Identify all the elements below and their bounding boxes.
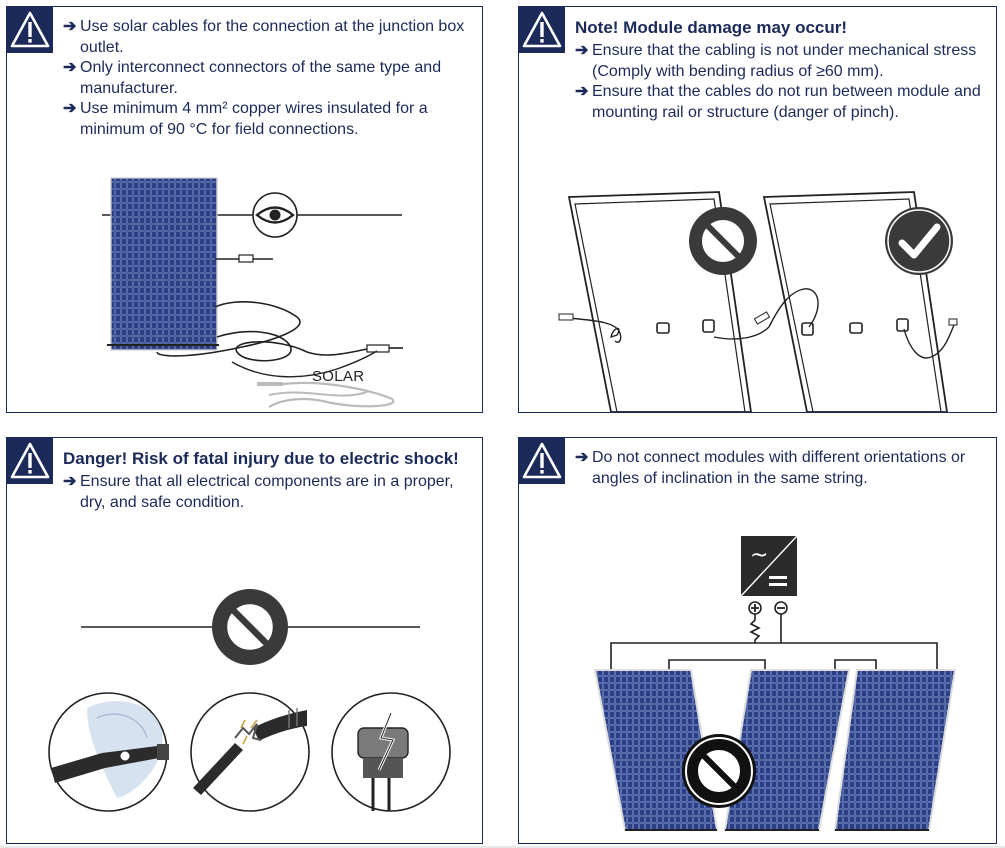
instruction-list: ➔Use solar cables for the connection at … — [63, 17, 474, 140]
svg-text:~: ~ — [750, 543, 768, 568]
bullet-item: ➔Do not connect modules with different o… — [575, 449, 966, 487]
prohibited-icon — [682, 734, 756, 808]
bullet-item: ➔Use minimum 4 mm² copper wires insulate… — [63, 100, 428, 138]
unsafe-components-illustration — [48, 589, 451, 812]
broken-junction-box-icon — [331, 692, 451, 812]
bullet-item: ➔Ensure that all electrical components a… — [63, 473, 454, 511]
prohibited-icon — [689, 207, 757, 275]
eye-icon — [252, 192, 298, 238]
instruction-list: ➔Do not connect modules with different o… — [575, 448, 988, 489]
panel-heading: Note! Module damage may occur! — [575, 18, 848, 37]
warning-icon — [7, 7, 53, 53]
panel-module-damage: Note! Module damage may occur! ➔Ensure t… — [518, 6, 997, 413]
instruction-list: Danger! Risk of fatal injury due to elec… — [63, 448, 474, 513]
instruction-list: Note! Module damage may occur! ➔Ensure t… — [575, 17, 988, 123]
panel-heading: Danger! Risk of fatal injury due to elec… — [63, 449, 459, 468]
bullet-item: ➔Use solar cables for the connection at … — [63, 18, 465, 56]
wet-connector-icon — [48, 692, 169, 812]
inverter-icon: ~ — [740, 535, 798, 615]
panel-cable-connection: ➔Use solar cables for the connection at … — [6, 6, 483, 413]
cable-routing-illustration — [558, 191, 958, 412]
solar-module-left — [593, 669, 719, 831]
bullet-item: ➔Ensure that the cabling is not under me… — [575, 42, 977, 80]
panel-string-orientation: ➔Do not connect modules with different o… — [518, 437, 997, 844]
warning-icon — [7, 438, 53, 484]
panel-electric-shock: Danger! Risk of fatal injury due to elec… — [6, 437, 483, 844]
junction-box-illustration — [102, 177, 403, 408]
warning-icon — [519, 438, 565, 484]
solar-cable-label: SOLAR — [312, 368, 365, 385]
warning-icon — [519, 7, 565, 53]
bullet-item: ➔Ensure that the cables do not run betwe… — [575, 83, 981, 121]
prohibited-icon — [212, 589, 288, 665]
page-bottom-rule — [0, 846, 1005, 848]
solar-module-right — [833, 669, 957, 831]
solar-module-middle — [723, 669, 851, 831]
bullet-item: ➔Only interconnect connectors of the sam… — [63, 59, 442, 97]
damaged-cable-icon — [190, 692, 310, 812]
checkmark-icon — [885, 207, 953, 275]
string-orientation-illustration: ~ — [593, 535, 957, 831]
